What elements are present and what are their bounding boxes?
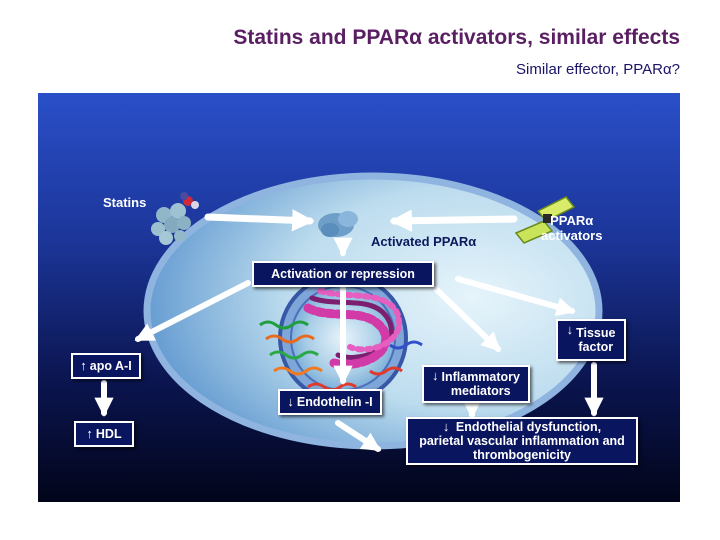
ppar-activators-label: PPARα activators bbox=[541, 213, 602, 243]
arrow-statins-to-ppar bbox=[204, 209, 315, 232]
tissue-factor-text: Tissue factor bbox=[576, 326, 615, 354]
arrow-activators-to-ppar bbox=[389, 209, 518, 232]
arrow-endothelin-to-dysfunction bbox=[335, 420, 382, 452]
apo-a1-box: ↑ apo A-I bbox=[71, 353, 141, 379]
page-title: Statins and PPARα activators, similar ef… bbox=[233, 26, 680, 49]
hdl-box: ↑ HDL bbox=[74, 421, 134, 447]
ppar-activators-line2: activators bbox=[541, 228, 603, 243]
statins-label: Statins bbox=[103, 195, 147, 210]
down-arrow-icon: ↓ bbox=[566, 322, 574, 337]
page-subtitle: Similar effector, PPARα? bbox=[515, 61, 680, 78]
activated-ppar-label: Activated PPARα bbox=[371, 234, 477, 249]
dysfunction-line1: ↓ Endothelial dysfunction, bbox=[442, 419, 602, 435]
up-arrow-icon: ↑ bbox=[80, 358, 87, 373]
ppar-activator-molecule bbox=[514, 196, 576, 244]
diagram-panel: Statins PPARα activators Activated PPARα… bbox=[38, 93, 680, 502]
statin-molecule bbox=[151, 192, 199, 245]
dysfunction-line1-text: Endothelial dysfunction, bbox=[455, 420, 602, 434]
diagram-graphics bbox=[94, 172, 604, 452]
down-arrow-icon: ↓ bbox=[287, 394, 294, 409]
dysfunction-line2: parietal vascular inflammation and bbox=[419, 434, 625, 448]
up-arrow-icon: ↑ bbox=[86, 426, 93, 441]
inflammatory-line1: Inflammatory bbox=[441, 370, 521, 384]
inflammatory-mediators-box: ↓ Inflammatory mediators bbox=[422, 365, 530, 403]
tissue-factor-box: ↓ Tissue factor bbox=[556, 319, 626, 361]
endothelial-dysfunction-box: ↓ Endothelial dysfunction, parietal vasc… bbox=[406, 417, 638, 465]
arrow-activation-to-tissue bbox=[455, 276, 576, 317]
tissue-line1: Tissue bbox=[576, 326, 616, 340]
inflammatory-mediators-text: Inflammatory mediators bbox=[442, 370, 521, 398]
arrow-activation-to-inflammatory bbox=[433, 286, 501, 352]
down-arrow-icon: ↓ bbox=[442, 419, 450, 434]
arrow-activation-to-apo bbox=[134, 280, 251, 342]
tissue-line2: factor bbox=[578, 340, 614, 354]
apo-a1-label: apo A-I bbox=[89, 359, 132, 373]
activation-repression-box: Activation or repression bbox=[252, 261, 434, 287]
down-arrow-icon: ↓ bbox=[432, 368, 439, 383]
hdl-label: HDL bbox=[95, 427, 122, 441]
inflammatory-line2: mediators bbox=[450, 384, 511, 398]
dna-helix bbox=[303, 288, 403, 369]
endothelin-box: ↓ Endothelin -I bbox=[278, 389, 382, 415]
ppar-activators-line1: PPARα bbox=[550, 213, 594, 228]
ppar-receptor bbox=[318, 211, 358, 237]
dysfunction-line3: thrombogenicity bbox=[473, 448, 571, 462]
endothelin-label: Endothelin -I bbox=[296, 395, 373, 409]
